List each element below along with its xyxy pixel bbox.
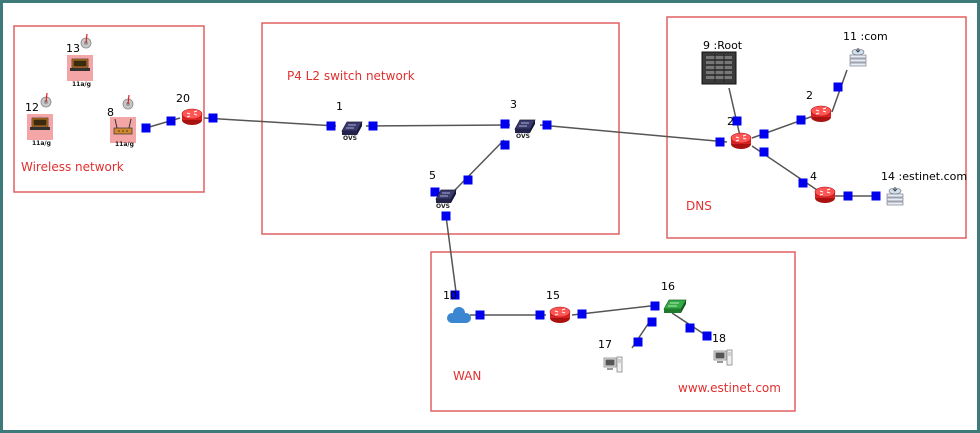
group-label-wan: WAN [453,369,481,383]
node-11-label: 11 :com [843,30,888,43]
node-9[interactable]: 9 :Root [701,39,743,85]
group-label-dns: DNS [686,199,712,213]
links [145,69,876,349]
node-12[interactable]: 11a/g 12 [25,92,54,147]
node-1[interactable]: OVS 1 [336,100,363,142]
node-17-label: 17 [598,338,612,351]
node-9-label: 9 :Root [703,39,743,52]
node-13[interactable]: 11a/g 13 [66,33,94,88]
node-18[interactable]: 18 [712,332,733,366]
antenna-icon [40,92,52,108]
node-17[interactable]: 17 [598,338,623,373]
group-wan-box[interactable] [430,251,796,412]
router-icon [730,132,752,150]
group-wireless-box[interactable] [13,25,205,193]
node-10-label: 10 [443,289,457,302]
antenna-icon [80,33,92,49]
node-5-label: 5 [429,169,436,182]
host-icon [713,349,733,366]
switch-icon [663,299,687,313]
p4-switch-icon [341,121,363,136]
node-1-label: 1 [336,100,343,113]
node-3[interactable]: OVS 3 [510,98,536,140]
node-2-core-label: 2 [727,115,734,128]
p4-switch-icon [514,119,536,134]
router-icon [181,108,203,126]
node-5-badge: OVS [436,203,450,210]
node-13-badge: 11a/g [72,81,91,88]
router-icon [810,105,832,123]
node-8-ap-label: 8 [107,106,114,119]
laptop-icon [66,54,94,82]
node-2-core[interactable]: 2 [727,115,752,150]
node-4[interactable]: 4 [810,170,836,204]
ports [141,82,881,347]
access-point-icon [109,116,137,144]
node-4-label: 4 [810,170,817,183]
node-2-edge-label: 2 [806,89,813,102]
node-20[interactable]: 20 [176,92,203,126]
dns-server-icon [849,47,867,67]
node-1-badge: OVS [343,135,357,142]
node-15[interactable]: 15 [546,289,571,324]
node-5[interactable]: OVS 5 [429,169,457,210]
node-18-label: 18 [712,332,726,345]
group-label-web: www.estinet.com [678,381,781,395]
node-13-label: 13 [66,42,80,55]
node-14[interactable]: 14 :estinet.com [881,170,967,206]
node-10[interactable]: 10 [443,289,471,323]
node-3-badge: OVS [516,133,530,140]
antenna-icon [122,94,134,110]
node-15-label: 15 [546,289,560,302]
group-dns-box[interactable] [666,16,967,239]
node-12-label: 12 [25,101,39,114]
group-p4-box[interactable] [261,22,620,235]
node-12-badge: 11a/g [32,140,51,147]
node-16[interactable]: 16 [661,280,687,313]
host-icon [603,356,623,373]
node-11[interactable]: 11 :com [843,30,888,67]
group-label-p4: P4 L2 switch network [287,69,415,83]
node-20-label: 20 [176,92,190,105]
router-icon [814,186,836,204]
laptop-icon [26,113,54,141]
server-rack-icon [701,51,737,85]
node-8-ap[interactable]: 11a/g 8 [107,94,137,148]
cloud-icon [447,307,471,323]
group-label-wireless: Wireless network [21,160,124,174]
node-14-label: 14 :estinet.com [881,170,967,183]
node-16-label: 16 [661,280,675,293]
node-2-edge[interactable]: 2 [806,89,832,123]
dns-server-icon [886,186,904,206]
node-3-label: 3 [510,98,517,111]
node-8-ap-badge: 11a/g [115,141,134,148]
router-icon [549,306,571,324]
